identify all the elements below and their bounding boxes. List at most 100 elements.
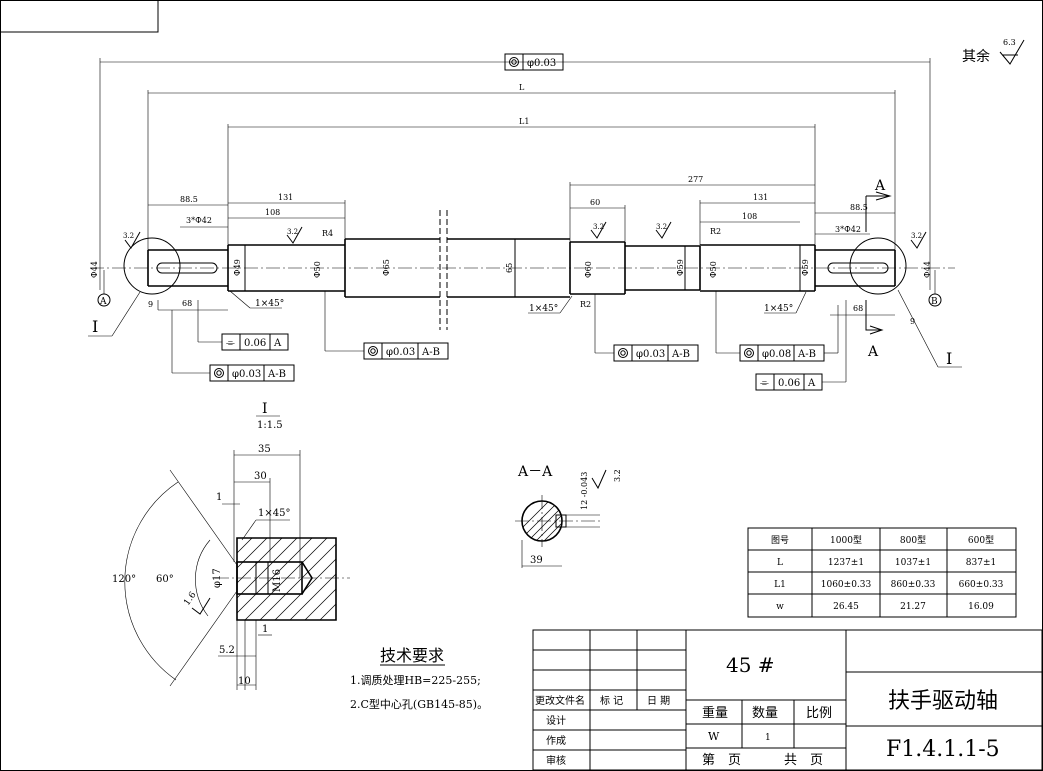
svg-text:⌯: ⌯ (226, 336, 235, 349)
svg-text:277: 277 (688, 175, 703, 184)
svg-text:Ф65: Ф65 (382, 259, 391, 276)
svg-text:φ0.08: φ0.08 (762, 349, 791, 360)
svg-text:3.2: 3.2 (287, 228, 298, 236)
datum-B: B (928, 270, 942, 307)
svg-text:131: 131 (278, 193, 293, 202)
spec-cell: 860±0.33 (891, 580, 936, 590)
svg-text:3.2: 3.2 (613, 469, 622, 482)
note-1: 1.调质处理HB=225-255; (350, 674, 481, 687)
svg-text:Ф60: Ф60 (584, 261, 593, 278)
svg-text:Ф44: Ф44 (923, 261, 932, 278)
svg-text:12 -0.043: 12 -0.043 (580, 472, 589, 510)
section-view-A-A: A－A 12 -0.043 3.2 39 (515, 464, 622, 568)
svg-text:A: A (99, 297, 107, 307)
svg-text:A: A (273, 338, 282, 349)
spec-cell: w (776, 602, 784, 612)
spec-cell: L (777, 558, 783, 568)
svg-text:A: A (867, 344, 879, 360)
section-title: A－A (517, 464, 553, 480)
overall-tol: φ0.03 (527, 58, 556, 69)
finish-label: 其余 (962, 48, 990, 65)
svg-text:审核: 审核 (546, 754, 566, 767)
drawing-number: F1.4.1.1-5 (886, 737, 1000, 762)
svg-text:第 页: 第 页 (702, 753, 741, 768)
spec-header: 1000型 (830, 535, 862, 546)
svg-text:数量: 数量 (752, 706, 778, 721)
section-marker: A A (865, 178, 892, 360)
spec-header: 800型 (900, 535, 926, 546)
svg-text:39: 39 (530, 555, 543, 566)
svg-text:108: 108 (742, 212, 757, 221)
svg-text:A-B: A-B (671, 349, 690, 360)
svg-text:120°: 120° (112, 574, 136, 585)
svg-text:1: 1 (262, 624, 268, 635)
view-I-leaders: I I (88, 289, 962, 368)
svg-text:φ0.03: φ0.03 (636, 349, 665, 360)
svg-text:10: 10 (238, 676, 251, 687)
svg-text:1×45°: 1×45° (764, 304, 793, 314)
svg-text:0.06: 0.06 (778, 378, 800, 389)
svg-text:88.5: 88.5 (850, 203, 868, 212)
svg-text:比例: 比例 (806, 706, 832, 721)
spec-cell: L1 (774, 580, 786, 590)
dim-L: L (519, 83, 525, 92)
svg-text:3.2: 3.2 (593, 223, 604, 231)
svg-text:Ф50: Ф50 (313, 261, 322, 278)
svg-text:1×45°: 1×45° (258, 508, 290, 519)
svg-text:3*Ф42: 3*Ф42 (186, 216, 212, 225)
svg-text:A-B: A-B (421, 347, 440, 358)
spec-cell: 1237±1 (828, 558, 864, 568)
svg-text:共 页: 共 页 (784, 753, 823, 768)
spec-cell: 1037±1 (895, 558, 931, 568)
svg-text:1×45°: 1×45° (255, 299, 284, 309)
svg-text:φ0.03: φ0.03 (232, 369, 261, 380)
svg-text:φ17: φ17 (212, 568, 223, 588)
finish-value: 6.3 (1003, 38, 1016, 47)
tol-frame-5: φ0.08 A-B (715, 291, 839, 362)
spec-cell: 26.45 (833, 602, 859, 612)
svg-text:更改文件名: 更改文件名 (535, 694, 585, 707)
svg-text:30: 30 (254, 471, 267, 482)
svg-text:5.2: 5.2 (219, 645, 235, 656)
tol-frame-6: ⌯ 0.06 A (755, 300, 847, 391)
tol-frame-2: φ0.03 A-B (171, 310, 295, 382)
title-block: 45 # 扶手驱动轴 F1.4.1.1-5 更改文件名 标 记 日 期 设计 作… (532, 629, 1043, 771)
diameter-labels: Ф44 Ф49 Ф50 Ф65 65 Ф60 Ф59 Ф50 Ф59 Ф44 (90, 259, 932, 278)
svg-text:60: 60 (590, 198, 600, 207)
detail-scale: 1:1.5 (257, 420, 283, 431)
svg-text:0.06: 0.06 (244, 338, 266, 349)
svg-text:68: 68 (182, 299, 192, 308)
svg-text:W: W (708, 730, 720, 743)
tol-frame-1: ⌯ 0.06 A (197, 300, 289, 351)
spec-header: 600型 (968, 535, 994, 546)
svg-text:重量: 重量 (702, 705, 728, 721)
svg-text:1: 1 (765, 733, 771, 743)
svg-text:φ0.03: φ0.03 (386, 347, 415, 358)
detail-title: I (262, 401, 268, 417)
svg-text:68: 68 (853, 304, 863, 313)
spec-cell: 660±0.33 (959, 580, 1004, 590)
svg-text:60°: 60° (156, 574, 174, 585)
svg-text:Ф49: Ф49 (233, 259, 242, 276)
spec-header: 图号 (771, 535, 789, 546)
svg-text:A-B: A-B (267, 369, 286, 380)
svg-text:Ф59: Ф59 (801, 259, 810, 276)
roughness-marks: 3.2 3.2 3.2 3.2 3.2 (123, 221, 927, 249)
svg-text:R4: R4 (322, 229, 333, 238)
svg-text:A-B: A-B (797, 349, 816, 360)
svg-text:3.2: 3.2 (911, 232, 922, 240)
svg-text:日 期: 日 期 (647, 695, 670, 707)
svg-text:B: B (931, 297, 938, 307)
corner-box (0, 0, 159, 33)
tol-frame-4: φ0.03 A-B (594, 294, 699, 362)
svg-text:I: I (946, 349, 952, 368)
datum-A: A (97, 270, 111, 307)
shaft-outline (123, 210, 907, 330)
svg-text:65: 65 (505, 263, 514, 273)
svg-text:Ф50: Ф50 (709, 261, 718, 278)
svg-text:3.2: 3.2 (656, 223, 667, 231)
overall-dims: φ0.03 L L1 (99, 53, 931, 290)
svg-text:设计: 设计 (546, 714, 566, 727)
